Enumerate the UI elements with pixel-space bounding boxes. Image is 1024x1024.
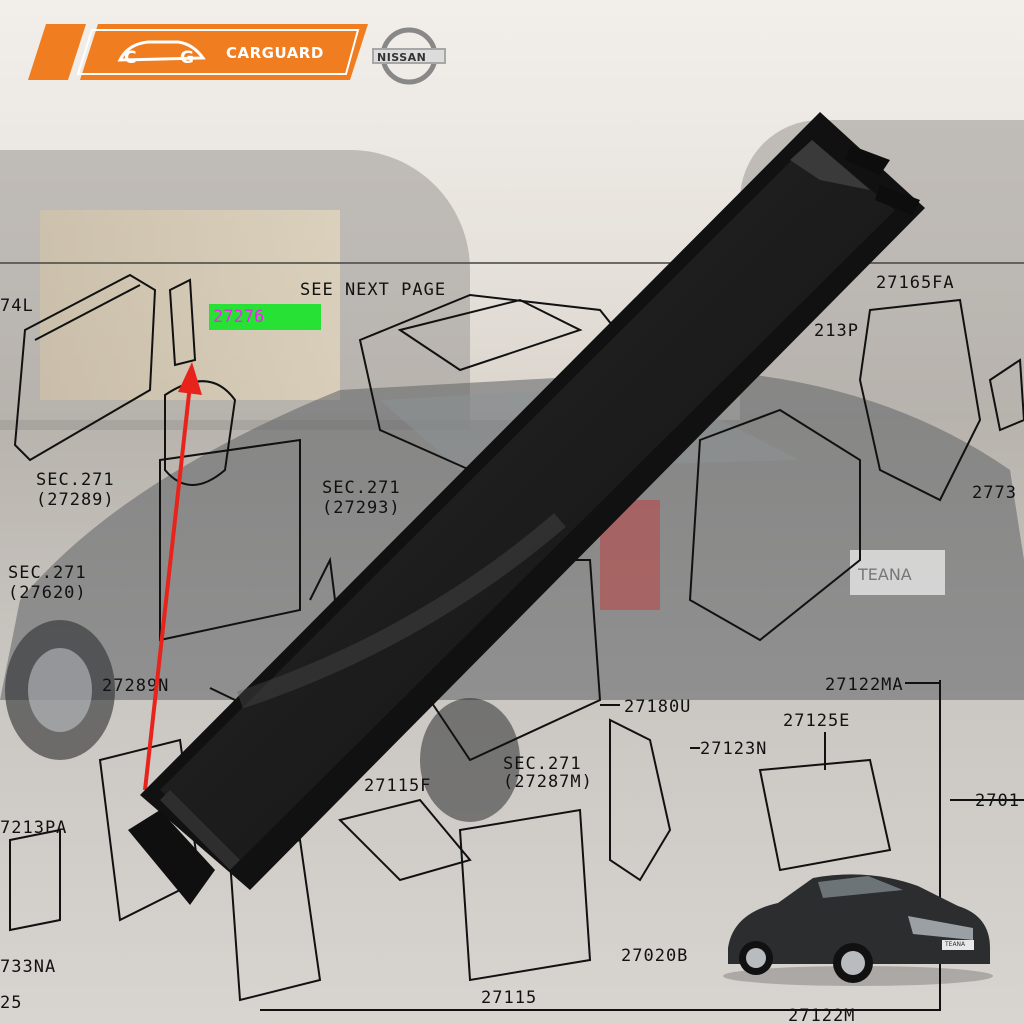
label-27165fa: 27165FA bbox=[876, 273, 955, 293]
label-27125e: 27125E bbox=[783, 711, 851, 731]
label-7213pa: 7213PA bbox=[0, 818, 68, 838]
label-27289: (27289) bbox=[36, 490, 115, 510]
thumbnail-badge: TEANA bbox=[945, 941, 966, 948]
logo-letter-g: G bbox=[180, 48, 194, 68]
brand-name: CARGUARD bbox=[226, 44, 324, 62]
label-27123n: 27123N bbox=[700, 739, 768, 759]
logo-letter-c: C bbox=[124, 48, 137, 68]
car-plate-text: TEANA bbox=[857, 565, 912, 584]
label-27115: 27115 bbox=[481, 988, 538, 1008]
label-2773: 2773 bbox=[972, 483, 1017, 503]
label-27620: (27620) bbox=[8, 583, 87, 603]
label-sec271-27620: SEC.271 bbox=[8, 563, 87, 583]
label-sec271-27289: SEC.271 bbox=[36, 470, 115, 490]
label-27020b: 27020B bbox=[621, 946, 689, 966]
carguard-banner bbox=[28, 24, 368, 80]
label-27122m: 27122M bbox=[788, 1006, 856, 1024]
label-sec271-27293: SEC.271 bbox=[322, 478, 401, 498]
car-thumbnail bbox=[723, 874, 993, 986]
label-27287m: (27287M) bbox=[503, 772, 593, 792]
label-see-next-page: SEE NEXT PAGE bbox=[300, 280, 447, 300]
nissan-logo-text: NISSAN bbox=[377, 51, 427, 64]
label-2701: 2701 bbox=[975, 791, 1020, 811]
label-27115f: 27115F bbox=[364, 776, 432, 796]
label-213p: 213P bbox=[814, 321, 859, 341]
label-27180u: 27180U bbox=[624, 697, 692, 717]
label-27289n: 27289N bbox=[102, 676, 170, 696]
label-733na: 733NA bbox=[0, 957, 57, 977]
nissan-logo bbox=[372, 27, 446, 85]
label-74l: 74L bbox=[0, 296, 34, 316]
label-25: 25 bbox=[0, 993, 23, 1013]
label-sec271-27287m: SEC.271 bbox=[503, 754, 582, 774]
label-27293: (27293) bbox=[322, 498, 401, 518]
highlighted-part-number: 27276 bbox=[209, 304, 321, 330]
label-27122ma: 27122MA bbox=[825, 675, 904, 695]
